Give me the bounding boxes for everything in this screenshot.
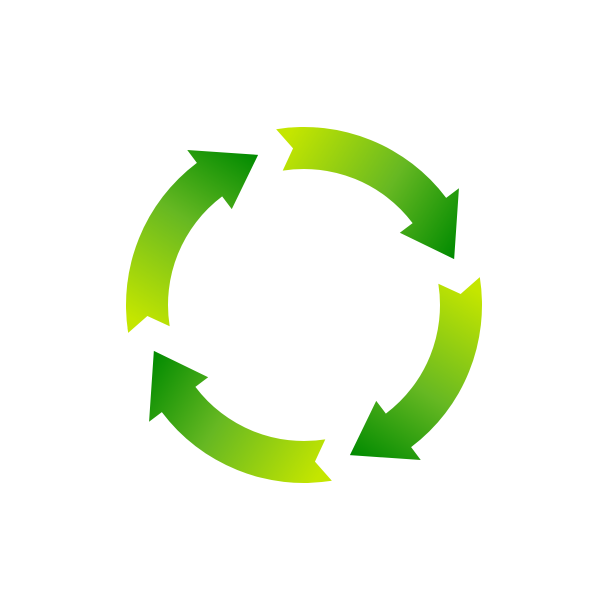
cycle-arrows-group	[125, 126, 483, 484]
arrow-right-icon	[276, 126, 459, 260]
arrow-down-icon	[349, 277, 483, 460]
arrow-left-icon	[149, 350, 332, 484]
arrow-up-icon	[125, 150, 259, 333]
